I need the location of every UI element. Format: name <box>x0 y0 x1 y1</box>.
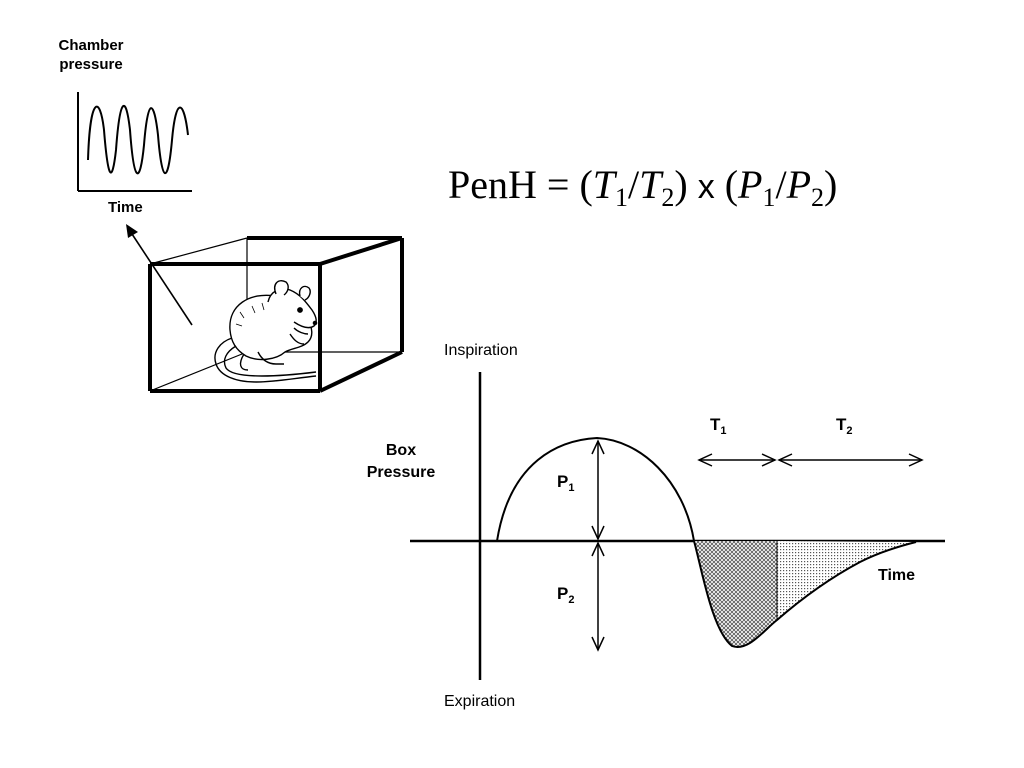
box-pressure-label: Box Pressure <box>354 440 448 484</box>
chamber-time-label: Time <box>108 199 143 216</box>
p2-arrow <box>591 541 605 652</box>
t1-arrow <box>697 453 777 467</box>
chamber-plot-axes <box>77 92 192 192</box>
equation-t1-symbol: T <box>592 162 616 207</box>
equation-slash-t: / <box>628 162 640 207</box>
box-pressure-waveform <box>496 436 917 649</box>
waveform-time-label: Time <box>878 567 916 584</box>
p1-label: P1 <box>557 472 574 494</box>
p2-label: P2 <box>557 584 574 606</box>
mouse-illustration <box>214 280 318 383</box>
expiration-label: Expiration <box>444 693 516 710</box>
t1-letter: T <box>710 415 721 434</box>
equation-t1-sub: 1 <box>615 183 629 212</box>
inspiration-label: Inspiration <box>444 342 518 359</box>
chamber-pressure-trace <box>87 105 189 175</box>
t1-label: T1 <box>710 415 727 437</box>
equation-p1-sub: 1 <box>762 183 776 212</box>
equation-slash-p: / <box>775 162 787 207</box>
chamber-label-line2: pressure <box>59 56 123 73</box>
chamber-arrow <box>126 224 193 326</box>
penh-equation: PenH = (T1/T2) x (P1/P2) <box>448 162 838 211</box>
equation-times: x <box>697 168 715 206</box>
equation-t2-symbol: T <box>639 162 662 207</box>
t1-shaded-region <box>694 541 777 648</box>
p2-letter: P <box>557 584 569 603</box>
equation-open-paren: ( <box>714 162 739 207</box>
t2-shaded-region <box>777 541 916 620</box>
p1-arrow <box>591 439 605 541</box>
p1-subscript: 1 <box>568 482 575 494</box>
t2-letter: T <box>836 415 847 434</box>
t1-subscript: 1 <box>720 425 727 437</box>
p1-letter: P <box>557 472 569 491</box>
box-pressure-line2: Pressure <box>366 464 436 481</box>
p2-subscript: 2 <box>568 594 575 606</box>
chamber-pressure-label: Chamber pressure <box>36 36 146 74</box>
waveform-axes <box>410 372 945 680</box>
equation-p1-symbol: P <box>738 162 763 207</box>
equation-t2-sub: 2 <box>661 183 675 212</box>
t2-arrow <box>777 453 924 467</box>
equation-lhs: PenH = ( <box>448 162 593 207</box>
t2-subscript: 2 <box>846 425 853 437</box>
chamber-label-line1: Chamber <box>58 37 124 54</box>
equation-close-paren: ) <box>824 162 838 207</box>
box-pressure-line1: Box <box>385 442 417 459</box>
t2-label: T2 <box>836 415 853 437</box>
equation-p2-symbol: P <box>786 162 812 207</box>
equation-mid: ) <box>674 162 698 207</box>
equation-p2-sub: 2 <box>811 183 825 212</box>
